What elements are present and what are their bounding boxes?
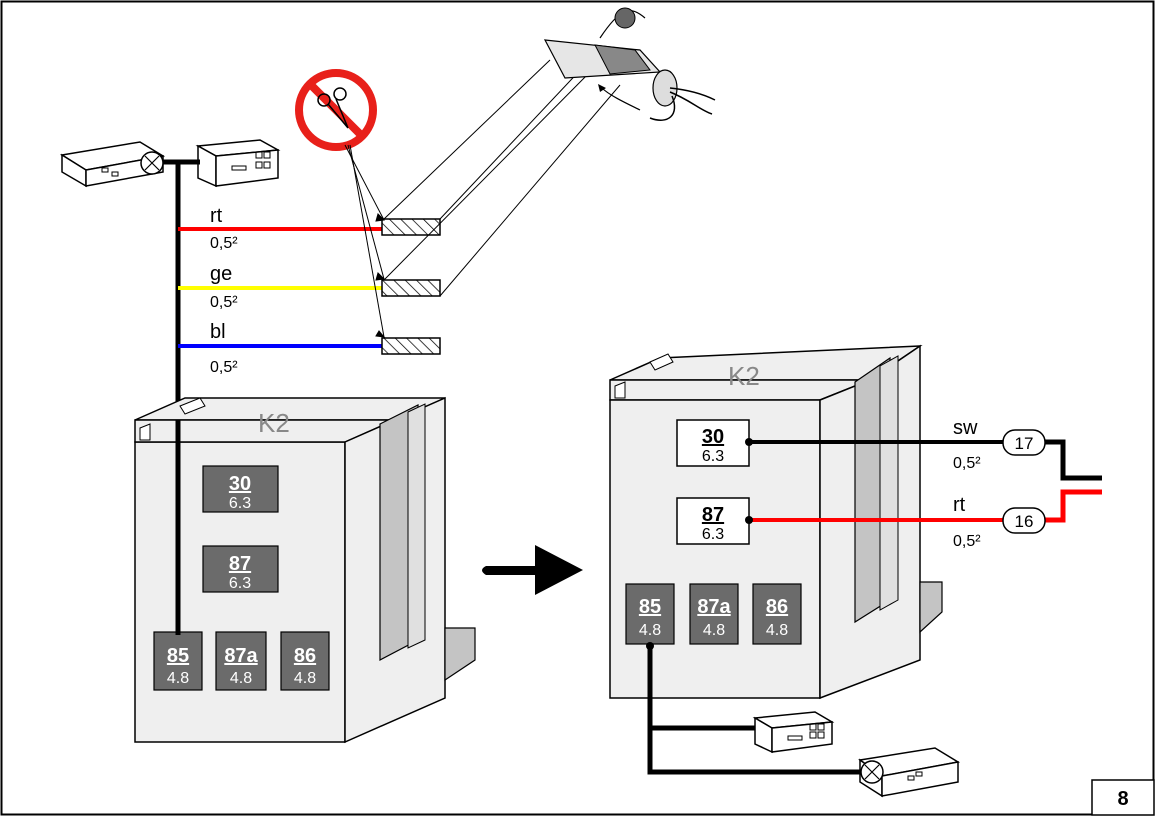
- wire-rt-out: [1045, 489, 1102, 523]
- terminal-size: 4.8: [703, 622, 725, 639]
- terminal-number: 87a: [697, 596, 731, 618]
- terminal-right-85: 85 4.8: [625, 583, 675, 645]
- terminal-left-87: 87 6.3: [202, 545, 279, 593]
- wire-label-bl: bl: [210, 321, 226, 343]
- wire-label-rt-right: rt: [953, 494, 966, 516]
- terminal-size: 4.8: [766, 622, 788, 639]
- wire-sw-out: [1045, 439, 1102, 481]
- wire-label-sw: sw: [953, 417, 978, 439]
- terminal-number: 86: [294, 645, 316, 667]
- end-cap-bl: [381, 337, 441, 355]
- right-arrow-icon: [482, 545, 583, 595]
- end-cap-rt: [381, 218, 441, 236]
- terminal-size: 4.8: [230, 670, 252, 687]
- terminal-number: 85: [167, 645, 189, 667]
- wire-size-ge: 0,5²: [210, 294, 238, 311]
- terminal-size: 4.8: [294, 670, 316, 687]
- wire-label-ge: ge: [210, 263, 232, 285]
- terminal-right-87: 87 6.3: [676, 497, 750, 545]
- callout-number: 17: [1015, 434, 1034, 453]
- terminal-left-30: 30 6.3: [202, 465, 279, 513]
- connector-plug-icon: [752, 711, 835, 754]
- terminal-number: 87: [702, 504, 724, 526]
- wire-junction: [745, 516, 753, 524]
- wire-size-sw: 0,5²: [953, 455, 981, 472]
- terminal-size: 6.3: [702, 448, 724, 465]
- callout-number: 16: [1015, 512, 1034, 531]
- terminal-right-86: 86 4.8: [752, 583, 802, 645]
- terminal-number: 87: [229, 553, 251, 575]
- callout-16: 16: [1002, 507, 1046, 534]
- terminal-size: 4.8: [639, 622, 661, 639]
- terminal-right-87a: 87a 4.8: [689, 583, 739, 645]
- terminal-left-87a: 87a 4.8: [215, 631, 267, 691]
- wire-black-bottom: [647, 646, 860, 775]
- terminal-size: 6.3: [702, 526, 724, 543]
- tape-guide-lines: [383, 59, 621, 297]
- wire-end-caps: [381, 218, 441, 355]
- no-cutting-icon: [295, 69, 377, 151]
- connector-plug-icon: [195, 139, 281, 188]
- cut-pointer-lines: [344, 144, 386, 338]
- relay-right-label: K2: [728, 361, 760, 391]
- relay-left-label: K2: [258, 408, 290, 438]
- terminal-left-85: 85 4.8: [153, 631, 203, 691]
- terminal-number: 87a: [224, 645, 258, 667]
- terminal-size: 6.3: [229, 495, 251, 512]
- wire-size-bl: 0,5²: [210, 359, 238, 376]
- terminal-size: 4.8: [167, 670, 189, 687]
- connector-pair-top: [59, 139, 281, 188]
- terminal-number: 86: [766, 596, 788, 618]
- terminal-number: 30: [702, 426, 724, 448]
- wire-junction: [745, 438, 753, 446]
- wire-size-rt-right: 0,5²: [953, 533, 981, 550]
- terminal-left-86: 86 4.8: [280, 631, 330, 691]
- page-number-box: 8: [1091, 779, 1155, 816]
- wire-junction: [646, 642, 654, 650]
- tape-wrapping-icon: [543, 7, 716, 121]
- callout-17: 17: [1002, 429, 1046, 456]
- page-number: 8: [1117, 788, 1128, 810]
- connector-housing-icon: [59, 141, 166, 188]
- terminal-number: 85: [639, 596, 661, 618]
- wire-label-rt: rt: [210, 205, 223, 227]
- wire-size-rt: 0,5²: [210, 235, 238, 252]
- terminal-right-30: 30 6.3: [676, 419, 750, 467]
- end-cap-ge: [381, 279, 441, 297]
- connector-housing-icon: [858, 747, 961, 798]
- terminal-number: 30: [229, 473, 251, 495]
- terminal-size: 6.3: [229, 575, 251, 592]
